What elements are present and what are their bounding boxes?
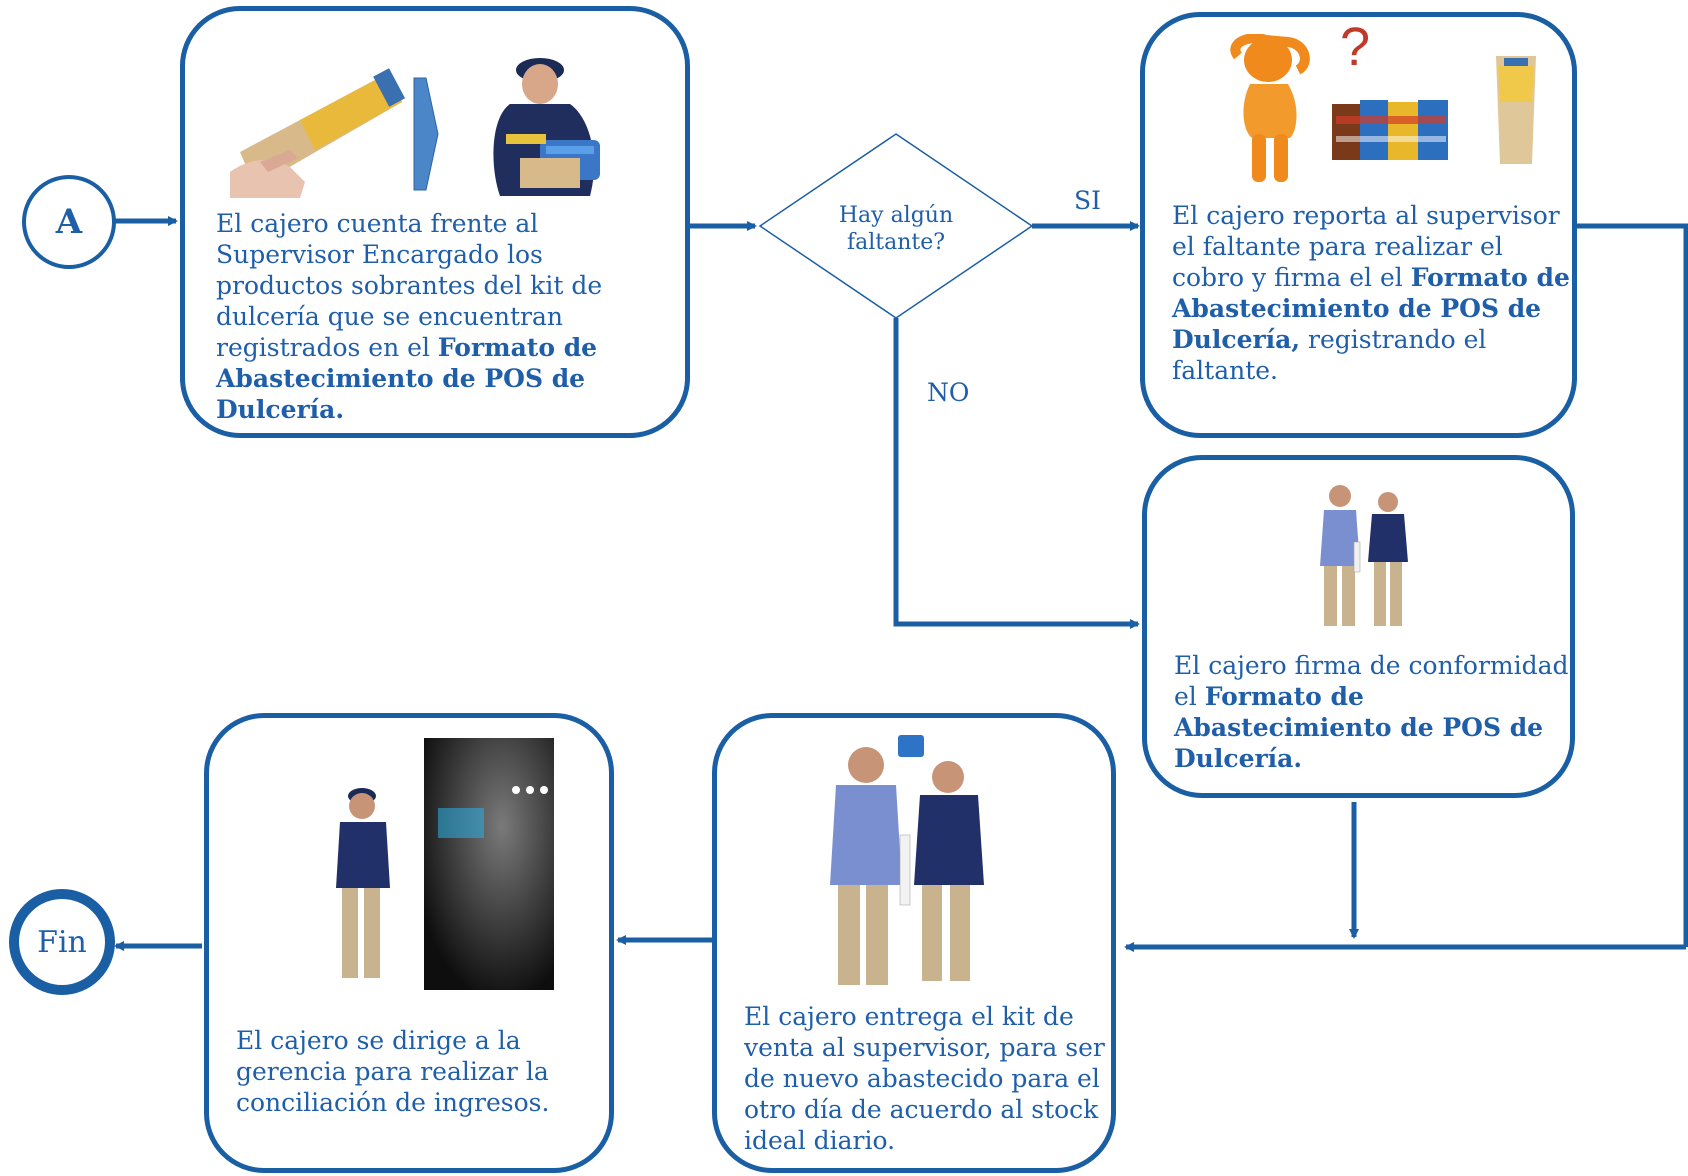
branch-label-no: NO xyxy=(927,378,970,407)
step4-box xyxy=(712,713,1116,1173)
kit-handover-illustration xyxy=(830,735,984,985)
step1-text: El cajero cuenta frente al Supervisor En… xyxy=(216,209,603,424)
branch-label-yes: SI xyxy=(1074,186,1102,215)
cashier-at-door-illustration xyxy=(336,738,554,990)
cups-stack-illustration xyxy=(1496,56,1536,164)
step3-box xyxy=(1142,455,1575,798)
step4-text: El cajero entrega el kit de venta al sup… xyxy=(744,1002,1105,1155)
arrow-no xyxy=(893,318,1140,629)
confused-person-icon xyxy=(1230,34,1310,182)
question-mark-icon: ? xyxy=(1340,17,1371,77)
end-node: Fin xyxy=(9,889,115,995)
cashier-with-kit-illustration xyxy=(493,58,600,196)
step1-box xyxy=(180,6,690,438)
start-node: A xyxy=(22,175,116,269)
hand-cups-illustration xyxy=(230,68,406,198)
step5-text: El cajero se dirige a la gerencia para r… xyxy=(236,1026,550,1117)
candy-boxes-illustration xyxy=(1332,100,1448,160)
step3-text: El cajero firma de conformidad el Format… xyxy=(1174,651,1569,773)
start-label: A xyxy=(55,202,83,242)
chevron-arrow-icon xyxy=(413,77,439,191)
decision-text: Hay algún faltante? xyxy=(838,203,954,255)
decision-diamond xyxy=(758,133,1034,319)
supervisor-and-cashier-illustration xyxy=(1320,485,1408,626)
step2-text: El cajero reporta al supervisor el falta… xyxy=(1172,201,1570,385)
end-label: Fin xyxy=(37,924,87,960)
